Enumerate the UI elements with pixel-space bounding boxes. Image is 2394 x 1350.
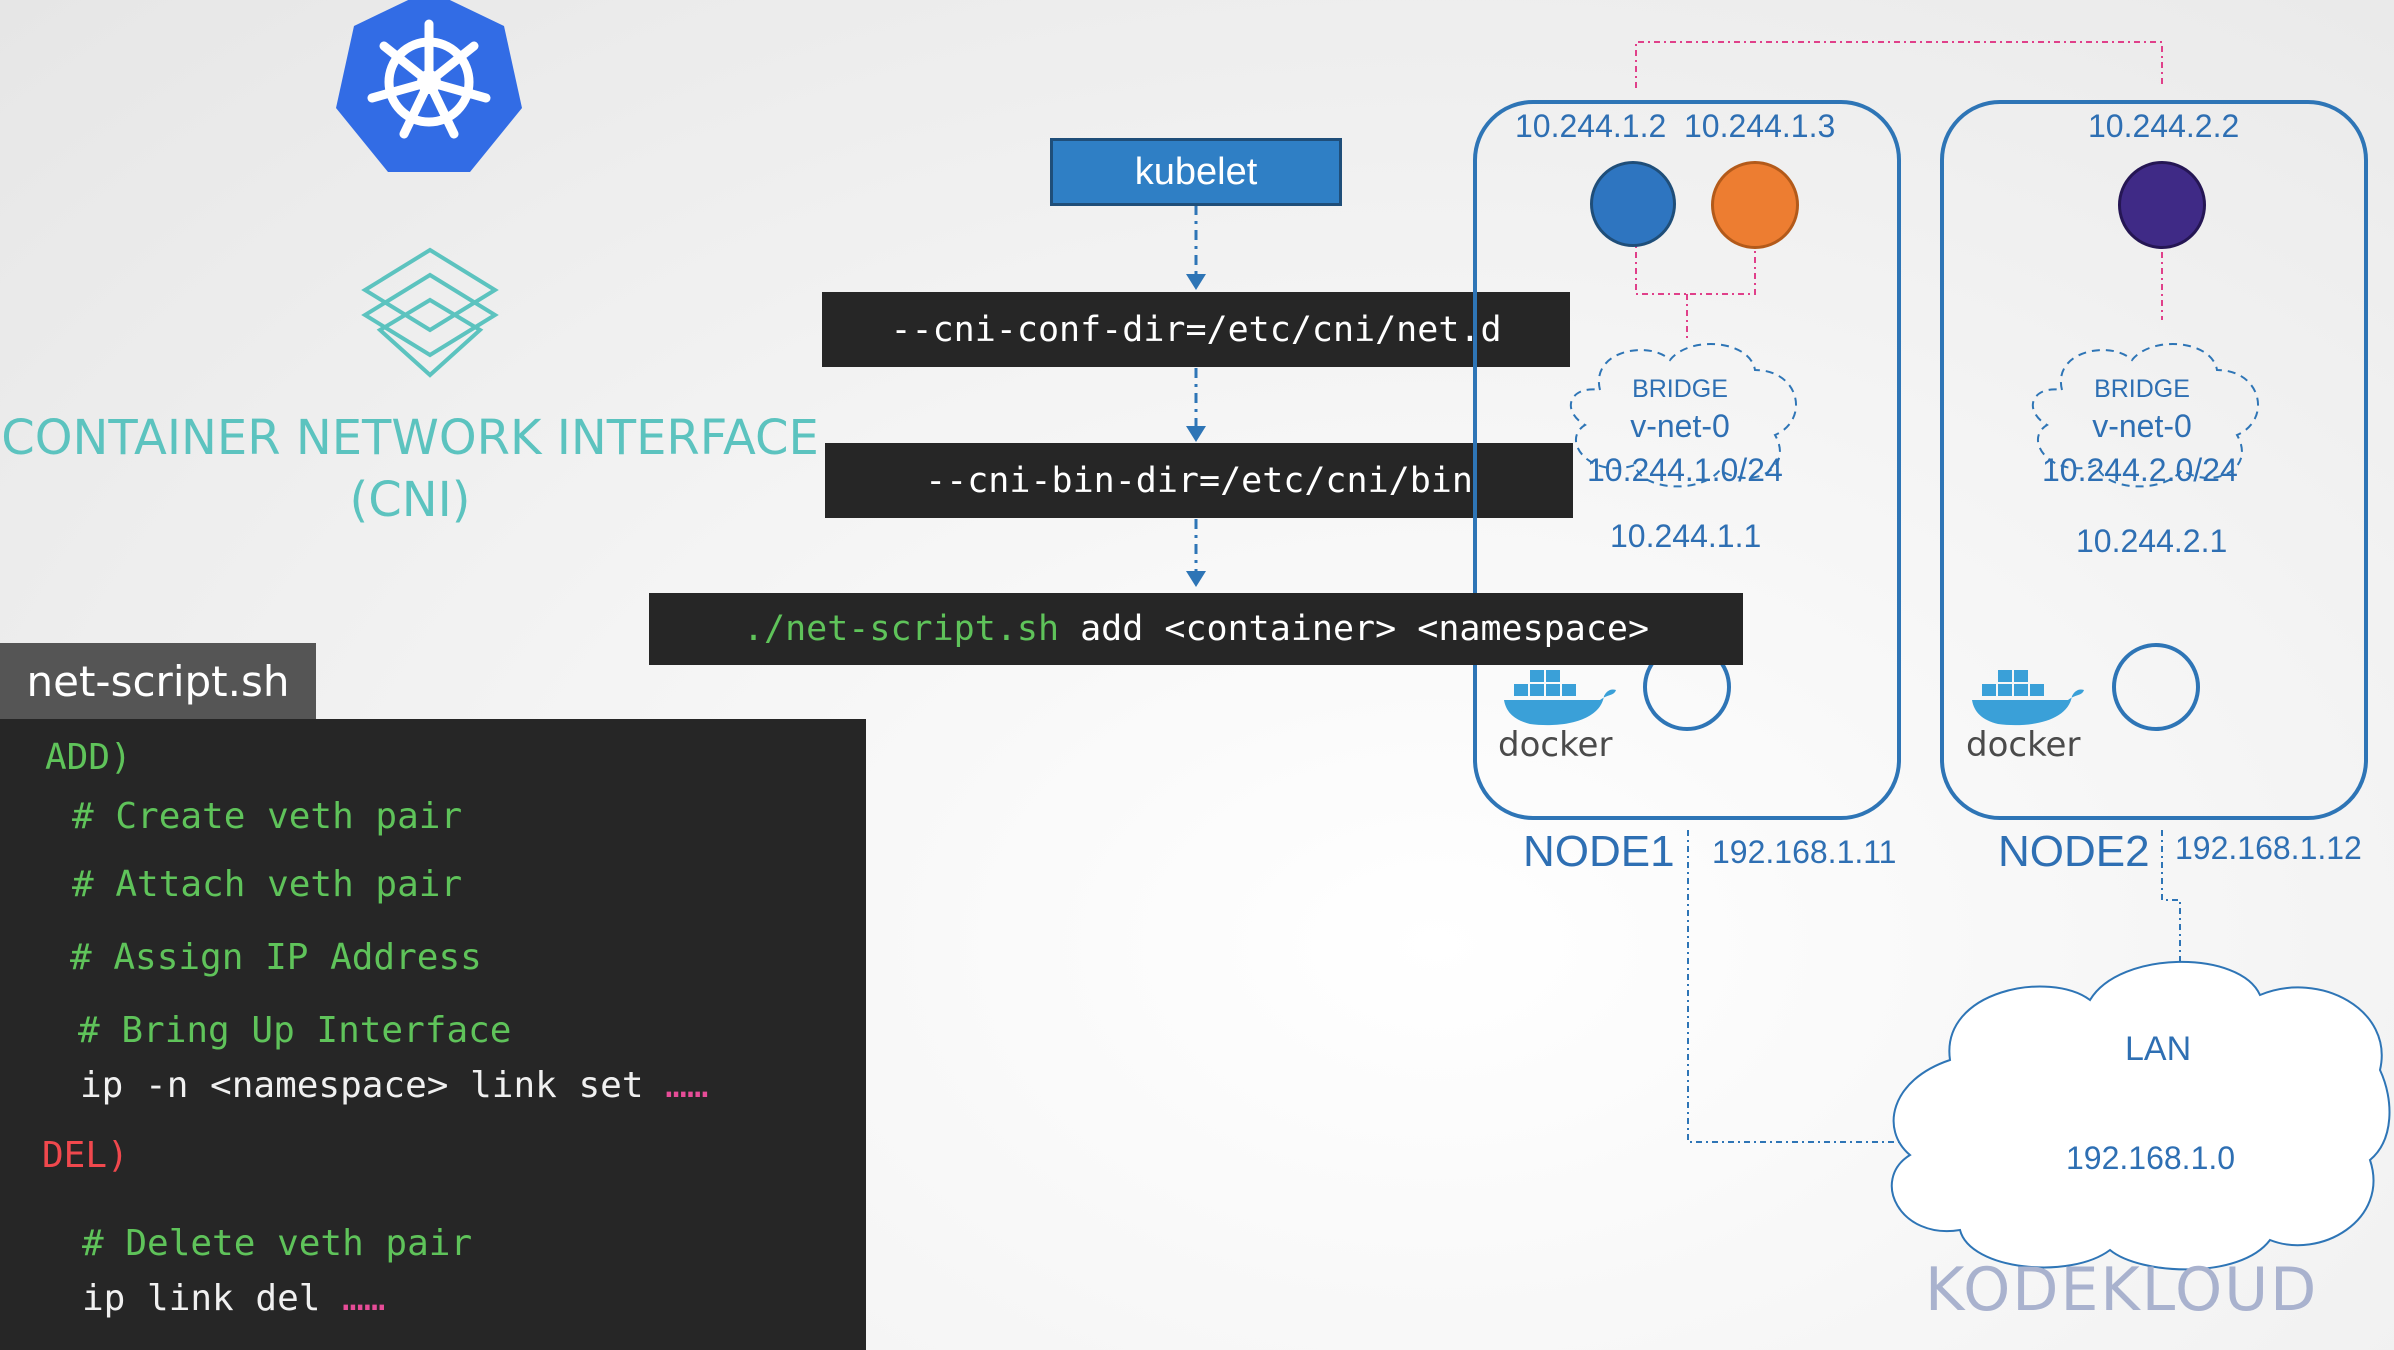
node2-box	[1940, 100, 2368, 820]
code-comment-attach: # Attach veth pair	[72, 864, 463, 905]
lan-network: 192.168.1.0	[2066, 1140, 2236, 1176]
node1-ip: 192.168.1.11	[1712, 834, 1897, 870]
code-cmd-link-set: ip -n <namespace> link set ……	[80, 1064, 709, 1108]
node2-bridge-cloud-icon	[2031, 343, 2260, 488]
cni-bin-dir-flag: --cni-bin-dir=/etc/cni/bin	[825, 443, 1573, 518]
node2-pod1-ip: 10.244.2.2	[2088, 108, 2240, 144]
cni-title-line1: CONTAINER NETWORK INTERFACE	[1, 410, 819, 466]
kodekloud-logo: KODEKLOUD	[1925, 1255, 2319, 1325]
node1-bridge-label: BRIDGE	[1632, 375, 1728, 403]
node2-docker-icon	[1972, 670, 2084, 726]
node1-label: NODE1	[1523, 827, 1675, 876]
node2-subnet: 10.244.2.0/24	[2042, 452, 2238, 488]
node1-lan-link	[1687, 830, 1900, 1143]
node1-docker-icon	[1504, 670, 1616, 726]
code-cmd-link-del-text: ip link del	[82, 1278, 321, 1319]
node2-label: NODE2	[1998, 827, 2150, 876]
code-ellipsis-2: ……	[342, 1278, 386, 1319]
code-add-label: ADD)	[45, 737, 132, 778]
cni-logo-icon	[361, 247, 499, 378]
net-script-command: ./net-script.sh add <container> <namespa…	[649, 593, 1743, 665]
kubelet-box: kubelet	[1050, 138, 1342, 206]
cni-title-line2: (CNI)	[349, 472, 471, 528]
net-script-path: ./net-script.sh	[742, 609, 1060, 649]
node2-ip: 192.168.1.12	[2175, 830, 2362, 866]
arrowhead-3	[1186, 571, 1206, 587]
node1-pod1	[1590, 161, 1676, 247]
node1-pod2-ip: 10.244.1.3	[1684, 108, 1836, 144]
code-cmd-link-set-text: ip -n <namespace> link set	[80, 1065, 644, 1106]
lan-cloud-icon	[1890, 960, 2391, 1271]
code-comment-delete: # Delete veth pair	[82, 1223, 473, 1264]
node1-pod-connector	[1635, 236, 1756, 295]
node2-bridge-name: v-net-0	[2092, 408, 2192, 444]
code-del-label: DEL)	[42, 1135, 129, 1176]
node1-bridge-cloud-icon	[1569, 343, 1798, 488]
code-comment-bringup: # Bring Up Interface	[78, 1010, 512, 1051]
node1-gateway: 10.244.1.1	[1610, 518, 1762, 554]
pod-link-line	[1635, 41, 2163, 88]
script-tab[interactable]: net-script.sh	[0, 643, 316, 719]
node2-docker-label: docker	[1966, 725, 2081, 765]
lan-label: LAN	[2125, 1030, 2192, 1068]
node2-empty-pod	[2112, 643, 2200, 731]
code-cmd-link-del: ip link del ……	[82, 1277, 385, 1321]
net-script-args: add <container> <namespace>	[1059, 609, 1650, 649]
arrowhead-1	[1186, 274, 1206, 290]
code-panel: ADD) # Create veth pair # Attach veth pa…	[0, 719, 866, 1350]
node1-subnet: 10.244.1.0/24	[1587, 452, 1783, 488]
node1-docker-label: docker	[1498, 725, 1613, 765]
node2-lan-link	[2161, 830, 2181, 990]
kubernetes-logo-icon	[336, 0, 522, 172]
node2-bridge-label: BRIDGE	[2094, 375, 2190, 403]
node1-pod1-ip: 10.244.1.2	[1515, 108, 1667, 144]
node1-bridge-name: v-net-0	[1630, 408, 1730, 444]
node2-gateway: 10.244.2.1	[2076, 523, 2228, 559]
code-comment-create: # Create veth pair	[72, 796, 463, 837]
node2-pod1	[2118, 161, 2206, 249]
cni-conf-dir-flag: --cni-conf-dir=/etc/cni/net.d	[822, 292, 1570, 367]
node1-pod2	[1711, 161, 1799, 249]
node1-box	[1473, 100, 1901, 820]
code-comment-assign: # Assign IP Address	[70, 937, 482, 978]
arrowhead-2	[1186, 426, 1206, 442]
code-ellipsis-1: ……	[665, 1065, 709, 1106]
